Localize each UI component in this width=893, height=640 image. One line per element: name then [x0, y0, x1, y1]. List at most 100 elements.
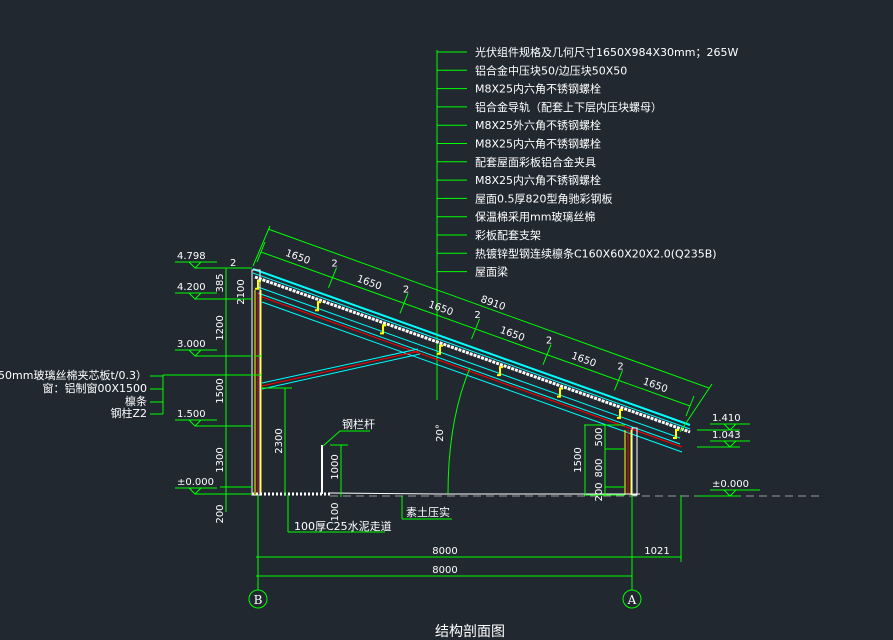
brace-top: [261, 348, 419, 384]
dim-right-200-text: 200: [594, 482, 605, 501]
right-column: [624, 427, 638, 496]
slope-gap-text: 2: [331, 259, 337, 270]
angle-text: 20°: [435, 424, 446, 442]
bottom-dimensions: 8000 1021 8000 B A: [248, 495, 682, 609]
pv-panel-top: [252, 268, 691, 426]
right-wall: [631, 427, 638, 496]
elevation-text: ±0.000: [177, 477, 214, 488]
dim-1000-text: 1000: [330, 454, 341, 479]
slope-tick: [614, 370, 623, 391]
dim-1500-text: 1500: [215, 378, 226, 403]
wall-panel: [251, 269, 261, 496]
roof-assembly: [252, 268, 691, 453]
axis-a-label: A: [627, 593, 637, 607]
slope-panel-text: 1650: [570, 351, 598, 370]
elevation-text: 4.798: [177, 251, 206, 262]
dim-1200-text: 1200: [215, 315, 226, 340]
inner-dimensions: 2300 1000 100 钢栏杆 100厚C25水泥走道 素土压实 20°: [262, 367, 471, 533]
elevation-text: 1.043: [712, 430, 741, 441]
elevation-triangle-icon: [723, 423, 737, 431]
callout-text: M8X25内六角不锈钢螺栓: [475, 137, 601, 151]
floor-label: 100厚C25水泥走道: [294, 519, 392, 533]
axis-b-label: B: [254, 593, 263, 607]
slope-gap-text: 2: [474, 310, 480, 321]
slope-tick: [256, 241, 266, 263]
dim-1300-text: 1300: [215, 447, 226, 472]
dim-right-500-text: 500: [594, 427, 605, 446]
wall-callout-text: 窗：铝制窗00X1500: [42, 381, 147, 395]
roof-beam-flange: [261, 301, 683, 453]
slope-ext-end: [679, 383, 713, 433]
callout-text: 热镀锌型钢连续檩条C160X60X20X2.0(Q235B): [475, 246, 717, 260]
wall-callout-text: 钢柱Z2: [110, 406, 147, 420]
callout-text: 铝合金导轨（配套上下层内压块螺母）: [475, 100, 662, 114]
roof-beam: [261, 296, 683, 448]
dim-right-1500-text: 1500: [573, 447, 584, 472]
slope-gap-text: 2: [403, 284, 409, 295]
elevation-text: 1.500: [177, 409, 206, 420]
elevation-text: 4.200: [177, 282, 206, 293]
slope-panel-text: 1650: [641, 376, 669, 395]
slope-panel-text: 1650: [355, 274, 383, 293]
left-column: [251, 269, 262, 496]
slope-tick: [542, 344, 552, 365]
slope-ext-start: [252, 225, 271, 267]
dim-2-text: 2: [230, 258, 236, 269]
elevation-triangle-icon: [188, 349, 202, 357]
purlin-icon: [617, 409, 623, 420]
slope-tick: [685, 395, 695, 417]
overhang-text: 1021: [644, 546, 669, 557]
brace-bottom: [261, 353, 421, 390]
brace-center: [261, 350, 420, 387]
callout-text: 保温棉采用mm玻璃丝棉: [475, 210, 595, 224]
dim-2100-text: 2100: [236, 279, 247, 304]
material-callout-group: 光伏组件规格及几何尺寸1650X984X30mm；265W铝合金中压块50/边压…: [436, 45, 738, 400]
elevation-triangle-icon: [723, 440, 737, 448]
slope-panel-text: 1650: [427, 299, 455, 318]
axis-a-bubble: [622, 589, 642, 609]
callout-text: 配套屋面彩板铝合金夹具: [475, 155, 596, 169]
dim-100-text: 100: [330, 502, 341, 521]
callout-text: 屋面0.5厚820型角驰彩钢板: [475, 191, 613, 205]
pv-panel-bottom: [252, 272, 691, 430]
railing-leader: [322, 430, 341, 447]
slope-tick: [399, 293, 409, 314]
aluminum-rail: [254, 275, 691, 434]
dim-right-800-text: 800: [594, 458, 605, 477]
span-bottom-text: 8000: [432, 565, 457, 576]
elevation-triangle-icon: [188, 261, 202, 269]
purlin-icon: [315, 301, 321, 312]
slope-tick: [328, 267, 337, 288]
slope-panel-text: 1650: [498, 325, 526, 344]
elevation-triangle-icon: [188, 487, 202, 495]
axis-b-bubble: [248, 589, 268, 609]
callout-text: 屋面梁: [475, 265, 508, 279]
angle-arc: [447, 367, 471, 495]
span-top-text: 8000: [432, 546, 457, 557]
elevation-triangle-icon: [188, 292, 202, 300]
dim-200-text: 200: [215, 504, 226, 523]
purlin-icon: [380, 324, 386, 335]
roof-sheet-bottom: [257, 292, 681, 445]
purlin-icon: [557, 387, 563, 398]
callout-text: M8X25内六角不锈钢螺栓: [475, 82, 601, 96]
elevation-triangle-icon: [723, 489, 737, 497]
elevation-text: 3.000: [177, 339, 206, 350]
elevation-triangle-icon: [188, 419, 202, 427]
slope-gap-text: 2: [546, 336, 552, 347]
drawing-title: 结构剖面图: [435, 624, 505, 640]
elevation-text: 1.410: [712, 413, 741, 424]
purlin-icon: [497, 366, 503, 377]
purlin-icon: [437, 344, 443, 355]
left-dimension-chain: 4.798 4.200 3.000 1.500 ±0.000 1500 1200 130…: [175, 251, 252, 524]
callout-text: 光伏组件规格及几何尺寸1650X984X30mm；265W: [475, 45, 738, 59]
callout-text: M8X25外六角不锈钢螺栓: [475, 118, 601, 132]
soil-label: 素土压实: [406, 505, 450, 519]
slope-dim-total: [267, 228, 710, 389]
slope-tick: [471, 318, 480, 340]
dim-2300-text: 2300: [274, 428, 285, 453]
dim-385-text: 385: [215, 273, 226, 292]
wall-callout-text: 檩条: [125, 394, 147, 408]
wall-callout-text: 墙面50mm玻璃丝棉夹芯板t/0.3）: [0, 368, 147, 382]
callout-text: M8X25内六角不锈钢螺栓: [475, 173, 601, 187]
